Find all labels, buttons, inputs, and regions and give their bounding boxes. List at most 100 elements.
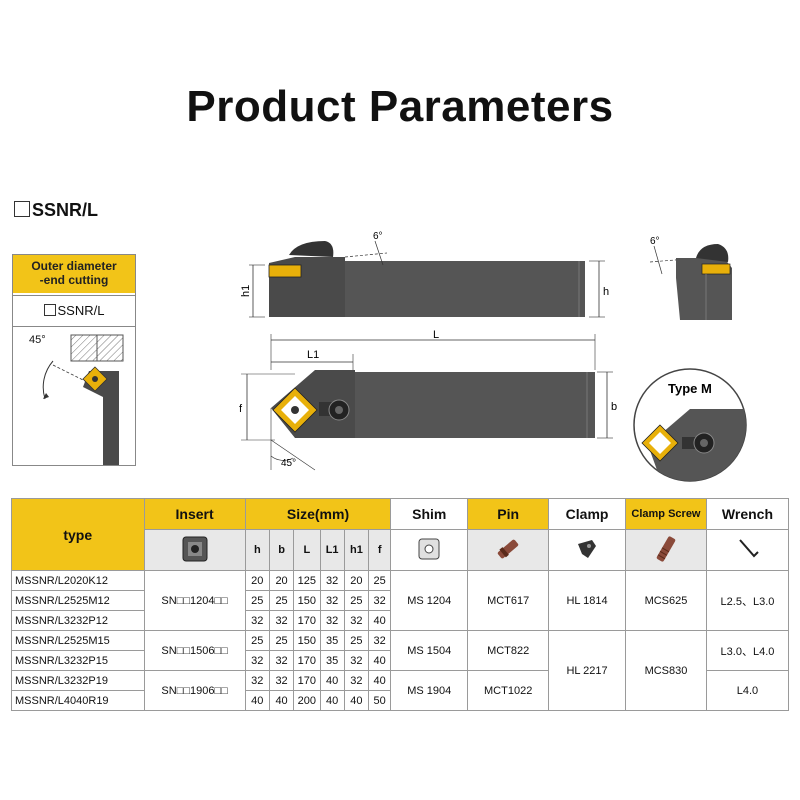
type-m-label: Type M bbox=[668, 381, 712, 396]
spec-table: type Insert Size(mm) Shim Pin Clamp Clam… bbox=[11, 498, 790, 711]
size-cell: 150 bbox=[293, 630, 321, 651]
clamp-screw-group: MCS625 bbox=[625, 570, 707, 631]
size-cell: 40 bbox=[319, 690, 345, 711]
type-m-detail: Type M bbox=[633, 368, 747, 482]
size-cell: 40 bbox=[343, 690, 370, 711]
size-cell: 32 bbox=[343, 650, 370, 671]
table-row: MSSNR/L2525M15 SN□□1506□□ 25 25 150 35 2… bbox=[11, 630, 790, 711]
size-col-L1: L1 bbox=[319, 529, 345, 571]
insert-top bbox=[268, 264, 302, 278]
size-cell: 32 bbox=[268, 650, 295, 671]
angle-top-label: 6° bbox=[373, 231, 383, 242]
size-cell: 20 bbox=[343, 570, 370, 591]
table-row: MSSNR/L3232P12 32 32 170 32 32 40 bbox=[11, 610, 789, 631]
pin-group: MCT822 bbox=[467, 630, 550, 671]
size-cell: 125 bbox=[293, 570, 321, 591]
panel-header-line2: -end cutting bbox=[39, 273, 109, 287]
row-model: MSSNR/L3232P12 bbox=[11, 610, 145, 631]
shim-icon bbox=[418, 538, 440, 559]
header-clamp-screw: Clamp Screw bbox=[625, 498, 707, 530]
size-cell: 35 bbox=[319, 630, 345, 651]
wrench-image-cell bbox=[705, 529, 790, 571]
application-panel: Outer diameter -end cutting SSNR/L 45° bbox=[12, 254, 136, 466]
shim-image-cell bbox=[390, 529, 469, 571]
size-cell: 40 bbox=[368, 650, 392, 671]
size-col-h1: h1 bbox=[343, 529, 370, 571]
size-col-b: b bbox=[268, 529, 295, 571]
header-wrench: Wrench bbox=[705, 498, 790, 530]
size-cell: 25 bbox=[343, 590, 370, 611]
dim-h1-label: h1 bbox=[240, 285, 252, 297]
cutting-illustration: 45° bbox=[29, 334, 124, 465]
table-row: MSSNR/L3232P15 32 32 170 35 32 40 bbox=[11, 650, 789, 671]
clamp-group: HL 1814 bbox=[548, 570, 626, 631]
size-cell: 50 bbox=[368, 690, 392, 711]
size-cell: 32 bbox=[319, 570, 345, 591]
size-cell: 25 bbox=[368, 570, 392, 591]
dim-f-label: f bbox=[239, 403, 243, 415]
row-model: MSSNR/L3232P15 bbox=[11, 650, 145, 671]
clamp-image-cell bbox=[548, 529, 626, 571]
table-row: MSSNR/L4040R19 40 40 200 40 40 50 bbox=[11, 690, 789, 711]
table-row: MSSNR/L3232P19 SN□□1906□□ 32 32 170 40 3… bbox=[11, 670, 790, 711]
row-model: MSSNR/L2525M12 bbox=[11, 590, 145, 611]
insert-square-icon bbox=[182, 536, 208, 561]
size-cell: 25 bbox=[343, 630, 370, 651]
angle-bottom-label: 45° bbox=[281, 458, 296, 469]
clamp-top bbox=[289, 241, 334, 257]
size-col-f: f bbox=[368, 529, 392, 571]
header-size: Size(mm) bbox=[244, 498, 392, 530]
top-view-drawing: h1 6° h bbox=[240, 231, 609, 318]
pin-icon bbox=[497, 539, 519, 558]
tool-shank-plan bbox=[355, 372, 595, 438]
section-model-text: SSNR/L bbox=[32, 200, 99, 220]
wrench-group: L3.0、L4.0 bbox=[705, 630, 790, 671]
panel-model: SSNR/L bbox=[13, 295, 135, 327]
dim-L1-label: L1 bbox=[307, 349, 319, 361]
pin-image-cell bbox=[467, 529, 550, 571]
insert-image-cell bbox=[143, 529, 246, 571]
dim-b-label: b bbox=[611, 401, 617, 413]
size-cell: 40 bbox=[368, 610, 392, 631]
clamp-icon bbox=[578, 539, 597, 558]
wrench-group: L2.5、L3.0 bbox=[705, 570, 790, 631]
header-clamp: Clamp bbox=[548, 498, 626, 530]
size-cell: 32 bbox=[368, 590, 392, 611]
size-cell: 170 bbox=[293, 670, 321, 691]
panel-header-line1: Outer diameter bbox=[31, 259, 117, 273]
header-shim: Shim bbox=[390, 498, 469, 530]
row-model: MSSNR/L2020K12 bbox=[11, 570, 145, 591]
clamp-screw-image-cell bbox=[625, 529, 707, 571]
size-cell: 40 bbox=[319, 670, 345, 691]
pin-group: MCT1022 bbox=[467, 670, 550, 711]
shim-group: MS 1204 bbox=[390, 570, 469, 631]
wrench-icon bbox=[739, 538, 760, 557]
size-cell: 32 bbox=[244, 610, 270, 631]
size-cell: 170 bbox=[293, 610, 321, 631]
size-cell: 32 bbox=[368, 630, 392, 651]
tool-body-small bbox=[83, 371, 119, 465]
size-cell: 32 bbox=[319, 590, 345, 611]
shim-group: MS 1904 bbox=[390, 670, 469, 711]
insert-group: SN□□1204□□ bbox=[143, 570, 246, 631]
clamp-group: HL 2217 bbox=[548, 630, 626, 711]
size-cell: 25 bbox=[268, 630, 295, 651]
insert-end bbox=[701, 263, 731, 275]
size-cell: 35 bbox=[319, 650, 345, 671]
size-cell: 32 bbox=[244, 670, 270, 691]
panel-angle-label: 45° bbox=[29, 334, 46, 346]
header-type: type bbox=[11, 498, 145, 571]
row-model: MSSNR/L3232P19 bbox=[11, 670, 145, 691]
page-title: Product Parameters bbox=[186, 82, 614, 131]
size-cell: 20 bbox=[268, 570, 295, 591]
size-cell: 32 bbox=[319, 610, 345, 631]
table-row: MSSNR/L2020K12 SN□□1204□□ 20 20 125 32 2… bbox=[11, 570, 790, 631]
size-cell: 170 bbox=[293, 650, 321, 671]
size-cell: 32 bbox=[268, 670, 295, 691]
section-model-label: SSNR/L bbox=[14, 200, 98, 221]
size-cell: 150 bbox=[293, 590, 321, 611]
header-pin: Pin bbox=[467, 498, 550, 530]
dim-L-label: L bbox=[433, 330, 439, 341]
size-cell: 32 bbox=[343, 670, 370, 691]
size-cell: 40 bbox=[368, 670, 392, 691]
